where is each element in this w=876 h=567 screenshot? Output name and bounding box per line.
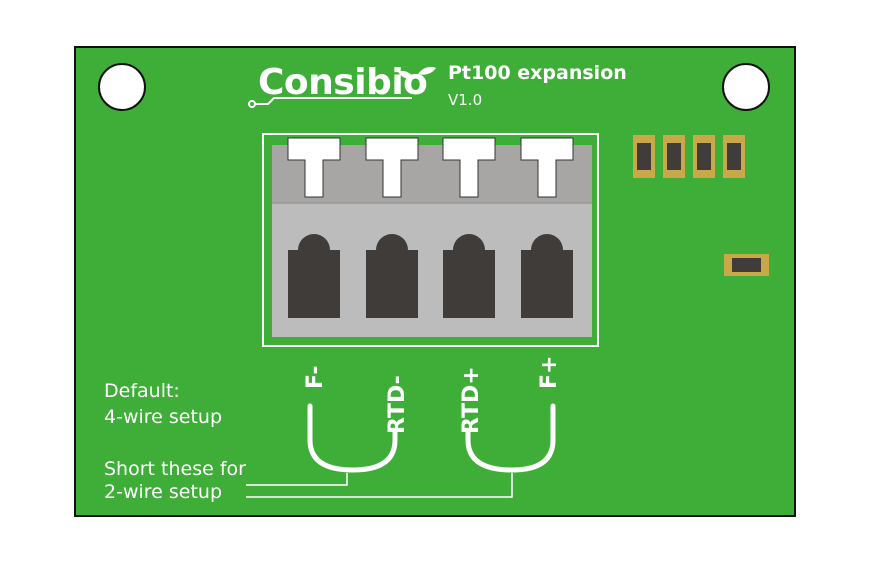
short-note-line2: 2-wire setup (104, 481, 222, 503)
connector-outline (262, 133, 599, 347)
default-note-line2: 4-wire setup (104, 406, 222, 428)
screw-clamp-icon (365, 137, 419, 198)
terminal-pin-4 (520, 137, 574, 318)
default-note-line1: Default: (104, 380, 180, 402)
board-title: Pt100 expansion (448, 62, 627, 84)
wire-hole-icon (366, 234, 418, 318)
jumper-arc-right (465, 403, 556, 473)
smd-resistor-array (633, 135, 745, 178)
short-note-line1: Short these for (104, 458, 246, 480)
mounting-hole-icon (98, 63, 146, 111)
terminal-label-2: RTD- (385, 375, 410, 434)
board-version: V1.0 (448, 91, 482, 109)
terminal-label-1: F- (303, 366, 328, 389)
smd-resistor-icon (724, 254, 769, 276)
wire-hole-icon (443, 234, 495, 318)
logo-text: Consibio (258, 62, 427, 103)
terminal-label-3: RTD+ (459, 366, 484, 434)
sprout-leaf-icon (398, 66, 436, 79)
consibio-logo: Consibio (248, 62, 436, 108)
terminal-pin-3 (442, 137, 496, 318)
wire-hole-icon (288, 234, 340, 318)
jumper-arc-left (307, 403, 398, 473)
smd-resistor-icon (693, 135, 715, 178)
terminal-pin-2 (365, 137, 419, 318)
leader-line-bottom (246, 473, 513, 498)
smd-resistor-icon (633, 135, 655, 178)
screw-clamp-icon (520, 137, 574, 198)
terminal-pin-1 (287, 137, 341, 318)
screw-clamp-icon (287, 137, 341, 198)
terminal-block (262, 133, 599, 347)
screw-clamp-icon (442, 137, 496, 198)
smd-resistor-icon (663, 135, 685, 178)
logo-trace (255, 97, 412, 105)
mounting-hole-icon (722, 63, 770, 111)
smd-resistor-icon (723, 135, 745, 178)
wire-hole-icon (521, 234, 573, 318)
leader-line-top (246, 473, 348, 486)
terminal-label-4: F+ (537, 356, 562, 389)
